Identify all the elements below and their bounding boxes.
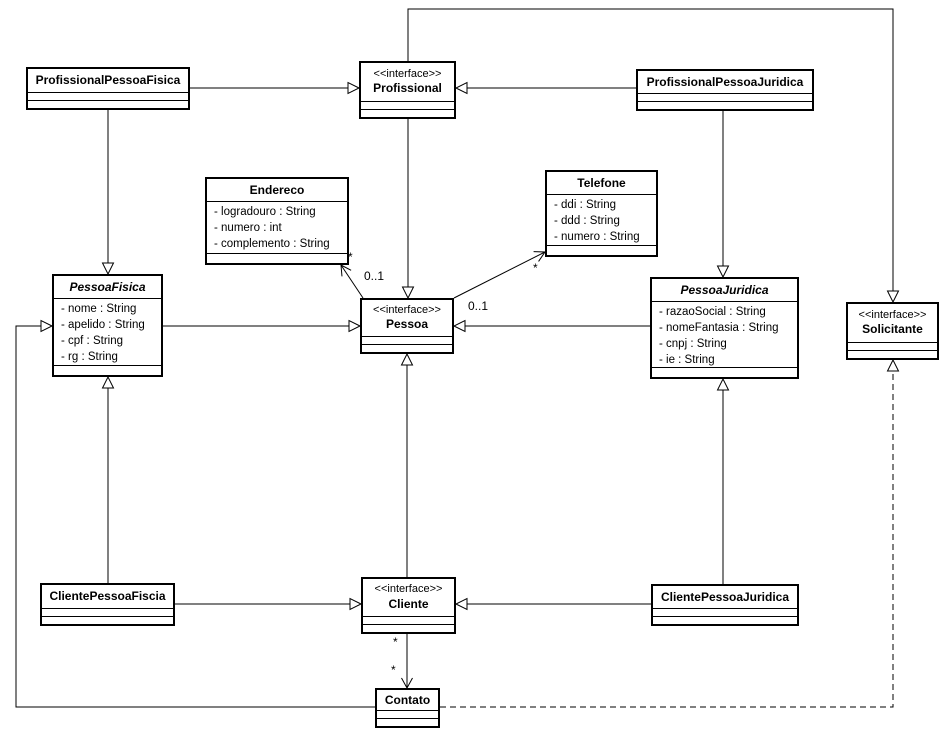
class-name: ProfissionalPessoaFisica xyxy=(35,73,181,87)
operations-compartment-empty xyxy=(547,245,656,255)
multiplicity-endereco-end: * xyxy=(348,250,353,264)
operations-compartment-empty xyxy=(42,616,173,624)
class-title: ClientePessoaFiscia xyxy=(42,585,173,608)
class-name: Endereco xyxy=(249,183,305,197)
class-title: PessoaFisica xyxy=(54,276,161,298)
operations-compartment-empty xyxy=(28,100,188,108)
operations-compartment-empty xyxy=(361,109,454,117)
attributes-compartment: - ddi : String - ddd : String - numero :… xyxy=(547,194,656,245)
interface-cliente[interactable]: <<interface>> Cliente xyxy=(361,577,456,634)
attribute: - ie : String xyxy=(659,354,715,366)
class-name: Solicitante xyxy=(862,322,923,337)
class-pessoa-juridica[interactable]: PessoaJuridica - razaoSocial : String - … xyxy=(650,277,799,379)
class-title: ClientePessoaJuridica xyxy=(653,586,797,608)
class-name: Pessoa xyxy=(385,317,429,332)
class-name: Telefone xyxy=(577,176,626,190)
operations-compartment-empty xyxy=(363,624,454,632)
attribute: - numero : String xyxy=(554,231,640,243)
attribute: - cnpj : String xyxy=(659,338,727,350)
interface-profissional[interactable]: <<interface>> Profissional xyxy=(359,61,456,119)
operations-compartment-empty xyxy=(54,365,161,375)
class-title: ProfissionalPessoaJuridica xyxy=(638,71,812,93)
class-title: Endereco xyxy=(207,179,347,201)
class-name: ClientePessoaFiscia xyxy=(49,589,166,603)
attribute: - logradouro : String xyxy=(214,206,316,218)
class-name: PessoaJuridica xyxy=(680,283,769,297)
interface-solicitante[interactable]: <<interface>> Solicitante xyxy=(846,302,939,360)
class-telefone[interactable]: Telefone - ddi : String - ddd : String -… xyxy=(545,170,658,257)
attribute: - ddd : String xyxy=(554,215,620,227)
class-title: Contato xyxy=(377,690,438,710)
attributes-compartment-empty xyxy=(42,608,173,616)
attributes-compartment-empty xyxy=(361,101,454,109)
class-contato[interactable]: Contato xyxy=(375,688,440,728)
multiplicity-telefone-end: * xyxy=(533,261,538,275)
operations-compartment-empty xyxy=(653,616,797,624)
attribute: - nomeFantasia : String xyxy=(659,322,779,334)
interface-pessoa[interactable]: <<interface>> Pessoa xyxy=(360,298,454,354)
edge-assoc-pessoa-telefone xyxy=(453,251,546,299)
class-title: <<interface>> Profissional xyxy=(361,63,454,101)
class-title: ProfissionalPessoaFisica xyxy=(28,69,188,92)
class-name: PessoaFisica xyxy=(69,280,146,294)
attribute: - rg : String xyxy=(61,351,118,363)
edge-gen-contato-pessoafisica xyxy=(15,319,375,708)
class-title: <<interface>> Pessoa xyxy=(362,300,452,336)
attribute: - complemento : String xyxy=(214,238,330,250)
stereotype-label: <<interface>> xyxy=(858,308,927,321)
attribute: - razaoSocial : String xyxy=(659,306,766,318)
class-name: Profissional xyxy=(373,81,442,96)
class-name: Cliente xyxy=(388,596,429,611)
operations-compartment-empty xyxy=(362,344,452,352)
multiplicity-contato-end: * xyxy=(391,663,396,677)
operations-compartment-empty xyxy=(652,367,797,377)
attribute: - ddi : String xyxy=(554,199,616,211)
attributes-compartment-empty xyxy=(363,616,454,624)
class-title: <<interface>> Solicitante xyxy=(848,304,937,342)
attributes-compartment-empty xyxy=(653,608,797,616)
attributes-compartment: - logradouro : String - numero : int - c… xyxy=(207,201,347,253)
attributes-compartment-empty xyxy=(377,710,438,718)
attributes-compartment-empty xyxy=(638,93,812,101)
operations-compartment-empty xyxy=(638,101,812,109)
operations-compartment-empty xyxy=(848,350,937,358)
edge-gen-profissional-solicitante xyxy=(407,8,900,304)
attributes-compartment: - nome : String - apelido : String - cpf… xyxy=(54,298,161,365)
class-cliente-pessoa-fiscia[interactable]: ClientePessoaFiscia xyxy=(40,583,175,626)
edge-assoc-pessoa-endereco xyxy=(340,264,364,299)
attribute: - apelido : String xyxy=(61,319,145,331)
multiplicity-pessoa-end-endereco-link: 0..1 xyxy=(364,269,385,283)
edge-realization-contato-solicitante xyxy=(440,358,900,708)
attributes-compartment-empty xyxy=(848,342,937,350)
attribute: - numero : int xyxy=(214,222,282,234)
class-profissional-pessoa-juridica[interactable]: ProfissionalPessoaJuridica xyxy=(636,69,814,111)
class-name: ProfissionalPessoaJuridica xyxy=(646,74,804,89)
class-title: <<interface>> Cliente xyxy=(363,579,454,616)
stereotype-label: <<interface>> xyxy=(373,67,442,80)
class-endereco[interactable]: Endereco - logradouro : String - numero … xyxy=(205,177,349,265)
operations-compartment-empty xyxy=(377,718,438,726)
attributes-compartment-empty xyxy=(362,336,452,344)
class-name: ClientePessoaJuridica xyxy=(660,589,790,604)
class-title: Telefone xyxy=(547,172,656,194)
class-title: PessoaJuridica xyxy=(652,279,797,301)
stereotype-label: <<interface>> xyxy=(374,583,443,596)
attribute: - nome : String xyxy=(61,303,137,315)
multiplicity-pessoa-end-telefone-link: 0..1 xyxy=(468,299,489,313)
class-cliente-pessoa-juridica[interactable]: ClientePessoaJuridica xyxy=(651,584,799,626)
operations-compartment-empty xyxy=(207,253,347,263)
attributes-compartment-empty xyxy=(28,92,188,100)
attributes-compartment: - razaoSocial : String - nomeFantasia : … xyxy=(652,301,797,367)
class-pessoa-fisica[interactable]: PessoaFisica - nome : String - apelido :… xyxy=(52,274,163,377)
attribute: - cpf : String xyxy=(61,335,123,347)
class-name: Contato xyxy=(384,692,431,707)
multiplicity-cliente-end: * xyxy=(393,635,398,649)
stereotype-label: <<interface>> xyxy=(373,303,441,316)
class-profissional-pessoa-fisica[interactable]: ProfissionalPessoaFisica xyxy=(26,67,190,110)
